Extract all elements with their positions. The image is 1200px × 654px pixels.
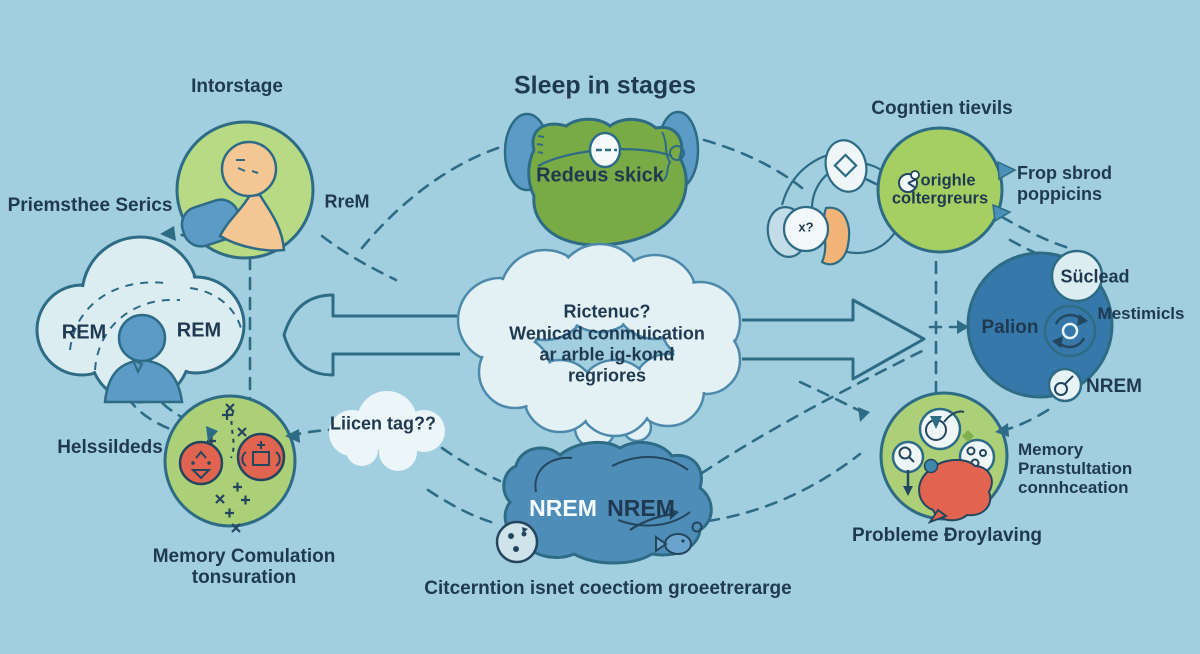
teal-dot: [923, 458, 939, 474]
arrow-left: [282, 293, 460, 377]
blue-arrowhead: [997, 160, 1017, 181]
label-coltergreurs: coltergreurs: [891, 189, 989, 208]
nrem-blob: [495, 440, 713, 565]
label-rrem: RreM: [324, 191, 370, 212]
label-rem-right: REM: [176, 319, 222, 342]
label-cogntien-tievils: Cogntien tievils: [871, 98, 1013, 120]
label-frop-sbrod: Frop sbrod poppicins: [1017, 163, 1112, 204]
green-diamond: [962, 430, 974, 442]
person-body: [218, 193, 286, 252]
arrow-right: [742, 298, 926, 381]
palion-circle: [966, 249, 1114, 403]
arrowheads: [160, 226, 1009, 443]
face-badge: [178, 440, 224, 486]
page-title: Sleep in stages: [513, 71, 697, 100]
memory-consolidation-circle: [163, 394, 297, 533]
pointing-finger: [131, 358, 144, 375]
ear: [669, 145, 685, 161]
label-nrem-dark: NREM: [607, 494, 675, 521]
diamond-oval: [824, 139, 868, 193]
flow-arrows: [282, 293, 926, 381]
label-orighle: orighle: [920, 171, 976, 190]
blue-arrowhead: [992, 203, 1012, 223]
label-rem-left: REM: [61, 321, 107, 344]
red-thought-blob: [918, 458, 993, 522]
label-mestimicls: Mestimicls: [1097, 304, 1185, 324]
cloud-text-1: Rictenuc?: [563, 301, 651, 322]
sleeping-person-circle: [175, 120, 315, 260]
closed-eyes: [236, 159, 259, 174]
cognition-satellites: [766, 139, 904, 266]
caption-tonsuration: tonsuration: [191, 567, 297, 589]
cycle-arrow: [629, 512, 673, 531]
center-cloud: [456, 242, 742, 450]
cloud-text-2: Wenicad conmuication: [509, 323, 705, 344]
right-face-profile: [661, 131, 672, 181]
caption-memory-comulation: Memory Comulation: [152, 546, 336, 568]
dreamer-head: [117, 313, 167, 363]
fish-icon: [664, 533, 692, 555]
blob-inner-curves: [534, 456, 691, 527]
caption-probleme: Probleme Ðroylaving: [851, 525, 1043, 547]
sync-icon: [1043, 304, 1097, 358]
brainwave-arcs: [69, 281, 244, 371]
dotted-moon-icon: [495, 520, 539, 564]
problem-solving-circle: [879, 391, 1009, 525]
shared-brain: [503, 110, 700, 247]
label-liicen-tag: Liicen tag??: [329, 413, 437, 434]
label-palion: Palion: [981, 317, 1039, 339]
cognition-circle: [876, 126, 1017, 254]
label-helssildeds: Helssildeds: [57, 437, 163, 459]
label-x-badge: x?: [798, 219, 814, 235]
cloud-text-4: regriores: [567, 365, 647, 386]
person-head: [220, 140, 278, 198]
left-face-marks: [536, 135, 545, 154]
suclead-bubble: [1050, 249, 1104, 303]
cloud-text-3: ar arble ig-kond: [539, 344, 675, 365]
x-bubble: [782, 205, 830, 253]
label-nrem-white: NREM: [529, 494, 597, 521]
label-redeus-skick: Redeus skick: [536, 164, 664, 187]
box-badge: [236, 432, 286, 482]
thought-bubble: [329, 391, 445, 471]
down-arrow: [903, 486, 913, 496]
label-intorstage: Intorstage: [191, 76, 283, 98]
label-priemsthee-serics: Priemsthee Serics: [7, 195, 173, 217]
label-suclead: Süclead: [1060, 266, 1130, 287]
caption-memory-pranstultation: Memory Pranstultation connhceation: [1018, 440, 1133, 497]
caption-bottom: Citcerntion isnet coectiom groeetrerarge: [424, 578, 792, 600]
rem-dream-cloud: [35, 235, 246, 404]
label-nrem-right: NREM: [1086, 376, 1142, 398]
